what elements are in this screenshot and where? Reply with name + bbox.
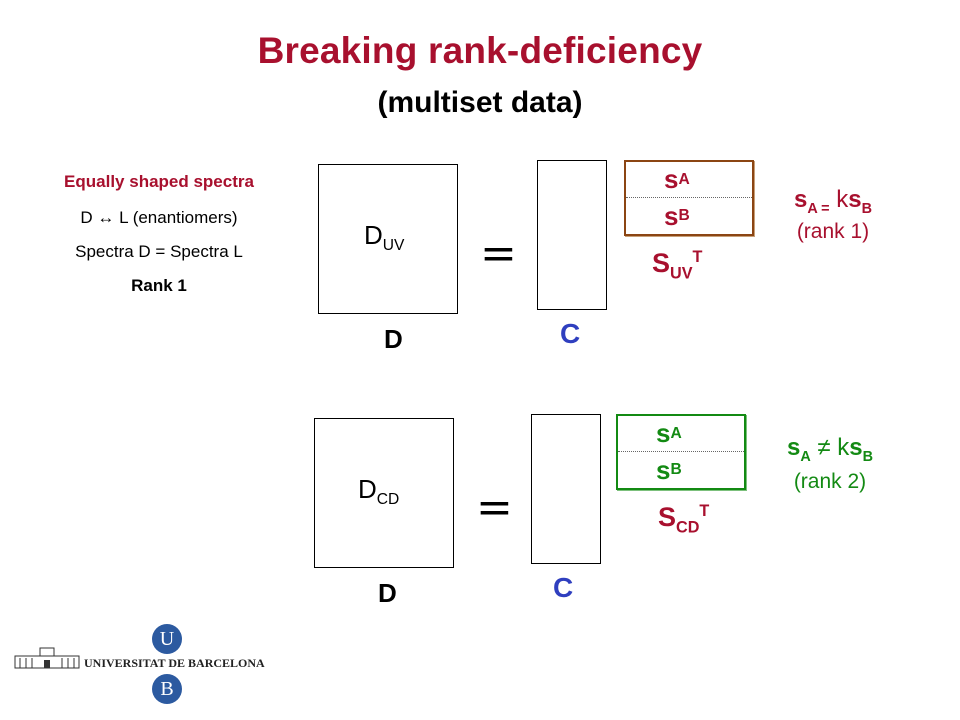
logo-b-circle: B (152, 674, 182, 704)
side-line-rank: Rank 1 (131, 276, 187, 295)
d-caption-1: D (384, 324, 403, 354)
c-caption-1: C (560, 318, 581, 349)
data-matrix-cd-label: DCD (358, 474, 400, 509)
equals-sign-1: = (480, 228, 517, 279)
slide-subtitle: (multiset data) (377, 86, 583, 119)
data-matrix-uv-label: DUV (364, 220, 405, 255)
rank-2-note: (rank 2) (793, 470, 867, 493)
rank-1-note: (rank 1) (796, 220, 870, 243)
university-name: UNIVERSITAT DE BARCELONA (84, 656, 265, 670)
relation-rank1: sA = ksB (793, 186, 873, 217)
data-matrix-cd (314, 418, 454, 568)
equals-sign-2: = (476, 482, 513, 533)
concentration-matrix-2 (531, 414, 601, 564)
side-line-spectra: Spectra D = Spectra L (75, 242, 243, 261)
logo-u-circle: U (152, 624, 182, 654)
slide-title: Breaking rank-deficiency (257, 30, 703, 71)
side-line-enantiomers: D ↔ L (enantiomers) (80, 208, 238, 227)
side-heading: Equally shaped spectra (64, 172, 254, 191)
spectra-uv-label: SUVT (652, 248, 703, 283)
relation-rank2: sA ≠ ksB (786, 434, 874, 465)
d-caption-2: D (378, 578, 397, 608)
university-building-icon (14, 647, 80, 669)
spectra-cd-label: SCDT (658, 502, 710, 537)
concentration-matrix-1 (537, 160, 607, 310)
c-caption-2: C (553, 572, 574, 603)
data-matrix-uv (318, 164, 458, 314)
